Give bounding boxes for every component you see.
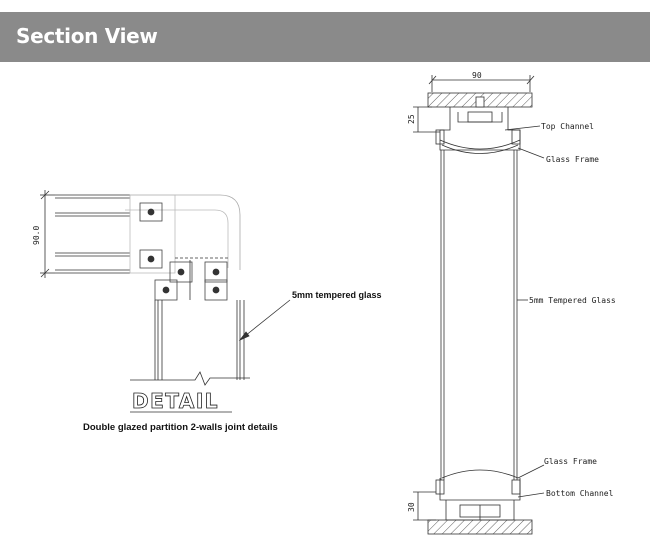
- detail-caption: Double glazed partition 2-walls joint de…: [83, 422, 278, 433]
- top-dimension-label: 90: [472, 71, 482, 80]
- section-title: Section View: [16, 24, 158, 48]
- top-height-label: 25: [407, 114, 416, 124]
- glass-frame-top-label: Glass Frame: [546, 155, 599, 164]
- glass-frame-bottom-label: Glass Frame: [544, 457, 597, 466]
- detail-title: DETAIL: [132, 389, 219, 413]
- bottom-channel-label: Bottom Channel: [546, 489, 614, 498]
- left-glass-label: 5mm tempered glass: [292, 290, 382, 300]
- top-channel-label: Top Channel: [541, 122, 594, 131]
- section-header: Section View: [0, 12, 650, 62]
- left-dimension-label: 90.0: [32, 226, 41, 245]
- section-drawing: [413, 75, 545, 535]
- tempered-glass-label: 5mm Tempered Glass: [529, 296, 616, 305]
- joint-detail-drawing: [40, 190, 291, 386]
- bottom-height-label: 30: [407, 502, 416, 512]
